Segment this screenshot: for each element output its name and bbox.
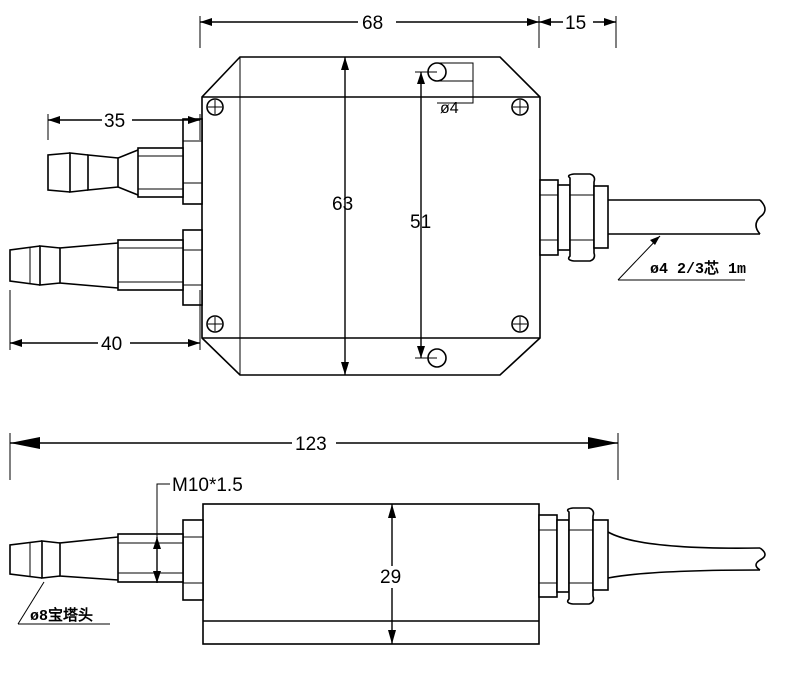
cable-label: ø4 2/3芯 1m: [650, 259, 746, 278]
screw-icon: [511, 98, 529, 116]
dim-height-label: 63: [332, 194, 353, 215]
upper-pressure-nozzle: [47, 118, 203, 205]
lower-pressure-nozzle: [9, 229, 203, 306]
screw-icon: [511, 315, 529, 333]
dim-hole-spacing-label: 51: [410, 212, 431, 233]
cable-side: [607, 531, 766, 579]
side-nozzle: [9, 519, 204, 601]
housing-outline: [201, 56, 541, 376]
screw-icon: [206, 315, 224, 333]
dim-upper-nozzle-label: 35: [104, 111, 125, 132]
dim-gland-label: 15: [565, 13, 586, 34]
dim-width-label: 68: [362, 13, 383, 34]
thread-label: M10*1.5: [172, 475, 243, 496]
screw-icon: [206, 98, 224, 116]
cable-gland: [539, 173, 609, 262]
housing-side: [202, 503, 540, 645]
dim-thickness-label: 29: [380, 567, 401, 588]
dim-total-length-label: 123: [295, 434, 327, 455]
top-view: ø4 63 51 68 15: [9, 10, 766, 376]
cable: [608, 199, 766, 235]
barb-label: ø8宝塔头: [30, 606, 93, 625]
side-view: 123 29 M10*1.5 ø8宝: [9, 431, 766, 645]
dim-lower-nozzle-label: 40: [101, 334, 122, 355]
cable-gland-side: [538, 507, 609, 605]
hole-dia-label: ø4: [440, 100, 459, 117]
